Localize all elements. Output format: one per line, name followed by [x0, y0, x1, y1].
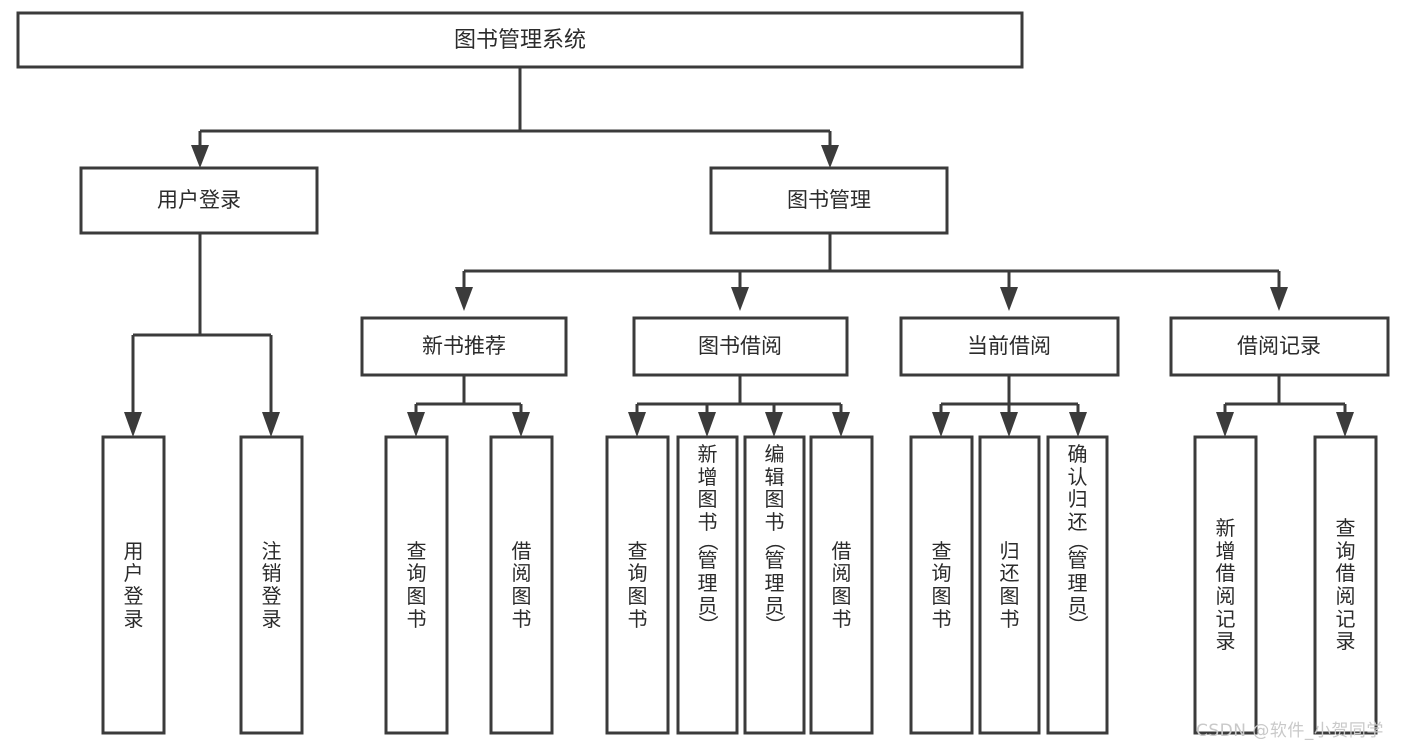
node-borrow-record-label: 借阅记录: [1237, 334, 1321, 358]
node-root-label: 图书管理系统: [454, 28, 586, 53]
node-root[interactable]: [16, 11, 1024, 69]
arrowhead-leaf-query-book-1: [407, 412, 425, 437]
node-book-management[interactable]: [709, 166, 949, 235]
node-leaf-user-login[interactable]: [101, 435, 166, 735]
node-leaf-logout-login[interactable]: [239, 435, 304, 735]
arrowhead-leaf-edit-book-admin: [765, 412, 783, 437]
arrowhead-leaf-query-borrow-record: [1336, 412, 1354, 437]
node-layer: 图书管理系统 用户登录 图书管理 新书推荐 图书借阅 当前借阅 借阅记录: [16, 11, 1390, 735]
arrowhead-borrow-record: [1270, 287, 1288, 311]
node-book-management-label: 图书管理: [787, 188, 871, 212]
arrowhead-leaf-borrow-book-1: [512, 412, 530, 437]
node-leaf-query-book-3[interactable]: [909, 435, 974, 735]
node-leaf-confirm-return-admin[interactable]: [1046, 435, 1109, 735]
connector-layer: [124, 67, 1354, 437]
node-leaf-add-borrow-record[interactable]: [1193, 435, 1258, 735]
node-book-borrow-label: 图书借阅: [698, 334, 782, 358]
node-leaf-add-book-admin[interactable]: [676, 435, 739, 735]
node-leaf-borrow-book-1[interactable]: [489, 435, 554, 735]
csdn-watermark: CSDN @软件_小贺同学: [1196, 721, 1384, 741]
arrowhead-book-borrow: [731, 287, 749, 311]
arrowhead-new-book-recommend: [455, 287, 473, 311]
arrowhead-leaf-confirm-return-admin: [1069, 412, 1087, 437]
node-new-book-recommend-label: 新书推荐: [422, 334, 506, 358]
arrowhead-leaf-add-book-admin: [698, 412, 716, 437]
node-leaf-query-book-1[interactable]: [384, 435, 449, 735]
node-user-login[interactable]: [79, 166, 319, 235]
node-leaf-borrow-book-2[interactable]: [809, 435, 874, 735]
arrowhead-leaf-logout-login: [262, 412, 280, 437]
arrowhead-leaf-user-login: [124, 412, 142, 437]
arrowhead-leaf-add-borrow-record: [1216, 412, 1234, 437]
node-leaf-edit-book-admin[interactable]: [743, 435, 806, 735]
node-user-login-label: 用户登录: [157, 188, 241, 212]
node-leaf-query-book-2[interactable]: [605, 435, 670, 735]
node-current-borrow-label: 当前借阅: [967, 334, 1051, 358]
node-new-book-recommend[interactable]: [360, 316, 568, 377]
node-leaf-return-book[interactable]: [978, 435, 1041, 735]
arrowhead-leaf-borrow-book-2: [832, 412, 850, 437]
arrowhead-leaf-query-book-2: [628, 412, 646, 437]
arrowhead-leaf-return-book: [1000, 412, 1018, 437]
arrowhead-userlogin: [191, 145, 209, 168]
arrowhead-leaf-query-book-3: [932, 412, 950, 437]
node-leaf-query-borrow-record[interactable]: [1313, 435, 1378, 735]
arrowhead-bookmgmt: [821, 145, 839, 168]
node-borrow-record[interactable]: [1169, 316, 1390, 377]
node-book-borrow[interactable]: [632, 316, 849, 377]
arrowhead-current-borrow: [1000, 287, 1018, 311]
node-current-borrow[interactable]: [899, 316, 1120, 377]
